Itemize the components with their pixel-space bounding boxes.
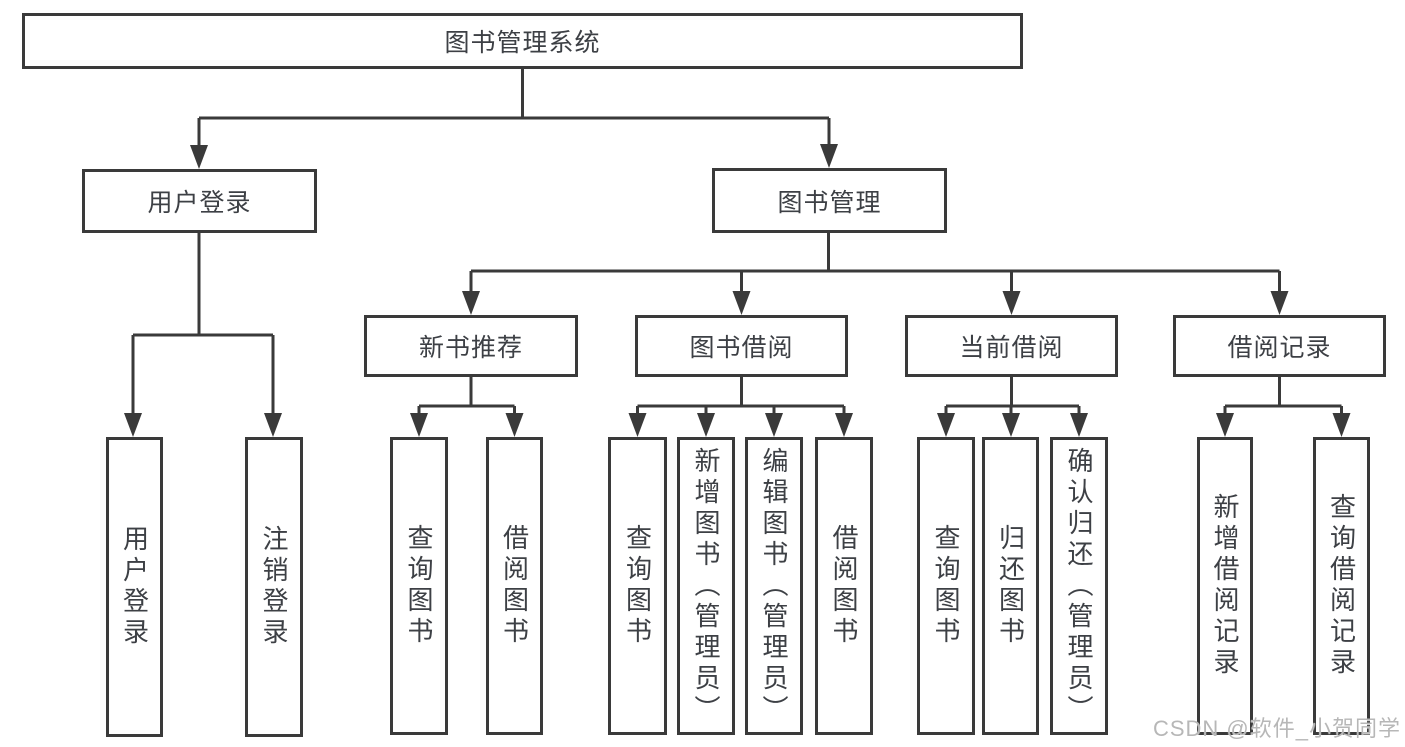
csdn-watermark: CSDN @软件_小贺同学 — [1152, 716, 1401, 741]
node-user-login: 用户登录 — [82, 169, 317, 233]
leaf-return-books: 归还图书 — [982, 437, 1039, 735]
leaf-user-login: 用户登录 — [106, 437, 163, 737]
leaf-add-borrow-record: 新增借阅记录 — [1197, 437, 1253, 735]
leaf-logout: 注销登录 — [245, 437, 303, 737]
leaf-edit-books-admin: 编辑图书（管理员） — [745, 437, 803, 735]
node-library-system: 图书管理系统 — [22, 13, 1023, 69]
node-new-book-recommend: 新书推荐 — [364, 315, 578, 377]
leaf-borrow-books: 借阅图书 — [486, 437, 543, 735]
leaf-add-books-admin: 新增图书（管理员） — [677, 437, 735, 735]
arrowhead-icons — [124, 144, 1351, 437]
leaf-query-books: 查询图书 — [390, 437, 448, 735]
node-borrowing-records: 借阅记录 — [1173, 315, 1386, 377]
node-current-borrowing: 当前借阅 — [905, 315, 1118, 377]
leaf-query-books: 查询图书 — [608, 437, 667, 735]
leaf-query-borrow-record: 查询借阅记录 — [1313, 437, 1370, 735]
leaf-query-books: 查询图书 — [917, 437, 975, 735]
node-book-borrowing: 图书借阅 — [635, 315, 848, 377]
node-book-management: 图书管理 — [712, 168, 947, 233]
leaf-confirm-return-admin: 确认归还（管理员） — [1050, 437, 1108, 735]
leaf-borrow-books: 借阅图书 — [815, 437, 873, 735]
